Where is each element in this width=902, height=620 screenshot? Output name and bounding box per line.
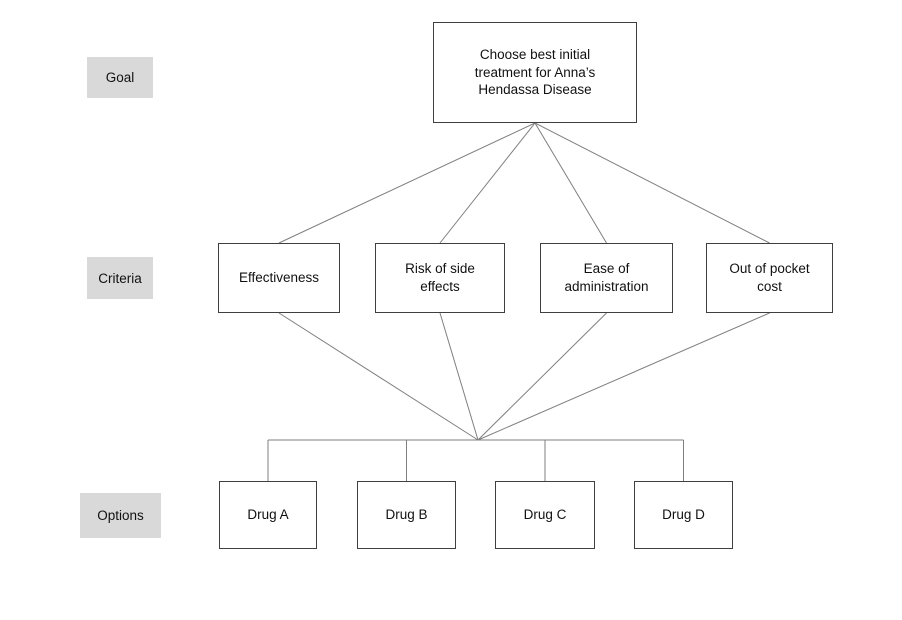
option-label-drug-d: Drug D: [662, 507, 705, 523]
row-label-criteria: Criteria: [87, 257, 153, 299]
option-node-drug-d: Drug D: [634, 481, 733, 549]
connector-goal-cost: [534, 122, 770, 244]
option-label-drug-b: Drug B: [385, 507, 428, 523]
criterion-label-risk-of-side-effects: Risk of side effects: [405, 261, 475, 294]
criterion-label-out-of-pocket-cost: Out of pocket cost: [729, 261, 810, 294]
criterion-label-ease-of-administration: Ease of administration: [564, 261, 649, 294]
goal-node-label: Choose best initial treatment for Anna’s…: [474, 46, 596, 98]
connector-goal-ease: [534, 122, 607, 244]
criterion-node-out-of-pocket-cost: Out of pocket cost: [706, 243, 833, 313]
criterion-node-ease-of-administration: Ease of administration: [540, 243, 673, 313]
connector-effectiveness-options: [278, 312, 479, 441]
criterion-node-effectiveness: Effectiveness: [218, 243, 340, 313]
option-node-drug-c: Drug C: [495, 481, 595, 549]
criterion-label-effectiveness: Effectiveness: [238, 270, 320, 286]
criterion-node-risk-of-side-effects: Risk of side effects: [375, 243, 505, 313]
row-label-criteria-text: Criteria: [98, 270, 142, 286]
option-label-drug-a: Drug A: [247, 507, 289, 523]
connector-cost-options: [477, 312, 770, 441]
option-label-drug-c: Drug C: [523, 507, 567, 523]
row-label-goal-text: Goal: [105, 70, 135, 85]
connector-goal-risk: [439, 122, 536, 244]
connector-goal-effectiveness: [278, 122, 536, 244]
row-label-goal: Goal: [87, 57, 153, 98]
option-node-drug-a: Drug A: [219, 481, 317, 549]
row-label-options: Options: [80, 493, 161, 538]
row-label-options-text: Options: [97, 508, 144, 523]
connector-ease-options: [477, 312, 607, 441]
goal-node: Choose best initial treatment for Anna’s…: [433, 22, 637, 123]
connector-risk-options: [439, 312, 479, 441]
option-node-drug-b: Drug B: [357, 481, 456, 549]
